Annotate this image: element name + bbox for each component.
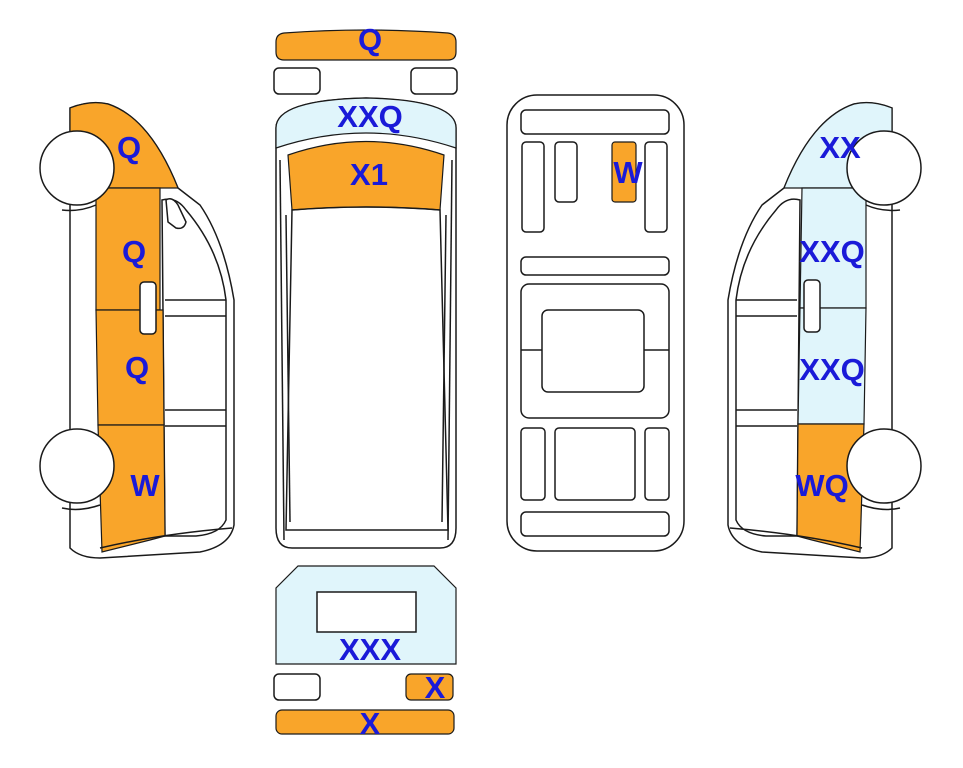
right-rear-quarter-panel[interactable] — [796, 423, 865, 553]
top-view — [273, 29, 458, 549]
underside-right-slot — [644, 141, 668, 233]
right-front-wheel — [846, 130, 922, 206]
right-side-view — [727, 101, 922, 559]
rear-window[interactable] — [316, 591, 417, 633]
front-bumper-label: Q — [358, 22, 382, 57]
right-window-bars — [736, 299, 797, 427]
underside-left-slot-2 — [554, 141, 578, 203]
hood-label: X1 — [350, 157, 388, 192]
front-bumper-panel[interactable] — [275, 29, 457, 61]
underside-rear-bar — [520, 511, 670, 537]
rear-bumper-label: X — [360, 706, 381, 741]
rear-door-label: XXX — [339, 632, 401, 667]
right-windows — [735, 198, 801, 537]
left-rear-quarter-panel[interactable] — [97, 424, 166, 553]
rear-right-lamp-panel[interactable] — [405, 673, 454, 701]
left-headlight[interactable] — [273, 67, 321, 95]
left-front-wheel — [39, 130, 115, 206]
left-windows — [161, 198, 227, 537]
rear-bumper-panel[interactable] — [275, 709, 455, 735]
underside-mid-bar — [520, 256, 670, 276]
left-side-view — [39, 101, 235, 559]
roof-panel[interactable] — [611, 141, 637, 203]
right-rear-wheel — [846, 428, 922, 504]
left-rail-line — [279, 159, 285, 541]
rear-view — [273, 565, 457, 735]
right-front-fender-label: XX — [819, 130, 861, 165]
underside-rear-right — [644, 427, 670, 501]
right-rail-line — [447, 159, 453, 541]
left-front-door-label: Q — [122, 234, 146, 269]
underside-left-slot-1 — [521, 141, 545, 233]
underside-rear-center — [554, 427, 636, 501]
windshield-label: XXQ — [337, 99, 402, 134]
left-rear-quarter-label: W — [130, 468, 160, 503]
left-front-fender-label: Q — [117, 130, 141, 165]
left-wheel-arches — [61, 204, 101, 511]
roof-outline — [285, 206, 449, 531]
left-rail-line-2 — [285, 214, 291, 523]
right-wheel-arches — [861, 204, 901, 511]
right-front-door-label: XXQ — [799, 234, 864, 269]
underside-view — [506, 94, 685, 552]
rear-left-lamp[interactable] — [273, 673, 321, 701]
windshield-panel[interactable] — [275, 97, 457, 149]
right-rear-door-label: XXQ — [799, 352, 864, 387]
right-rear-quarter-label: WQ — [795, 468, 848, 503]
left-sill — [99, 527, 233, 549]
left-window-bars — [165, 299, 226, 427]
left-door-handle — [139, 281, 157, 335]
right-door-handle — [803, 279, 821, 333]
underside-center-box — [541, 309, 645, 393]
underside-front-bar — [520, 109, 670, 135]
roof-panel-label: W — [613, 155, 643, 190]
rear-right-lamp-label: X — [425, 670, 446, 705]
left-mirror — [165, 198, 187, 230]
right-sill — [729, 527, 863, 549]
left-rear-door-label: Q — [125, 350, 149, 385]
left-rear-wheel — [39, 428, 115, 504]
right-rail-line-2 — [441, 214, 447, 523]
right-headlight[interactable] — [410, 67, 458, 95]
underside-rear-left — [520, 427, 546, 501]
